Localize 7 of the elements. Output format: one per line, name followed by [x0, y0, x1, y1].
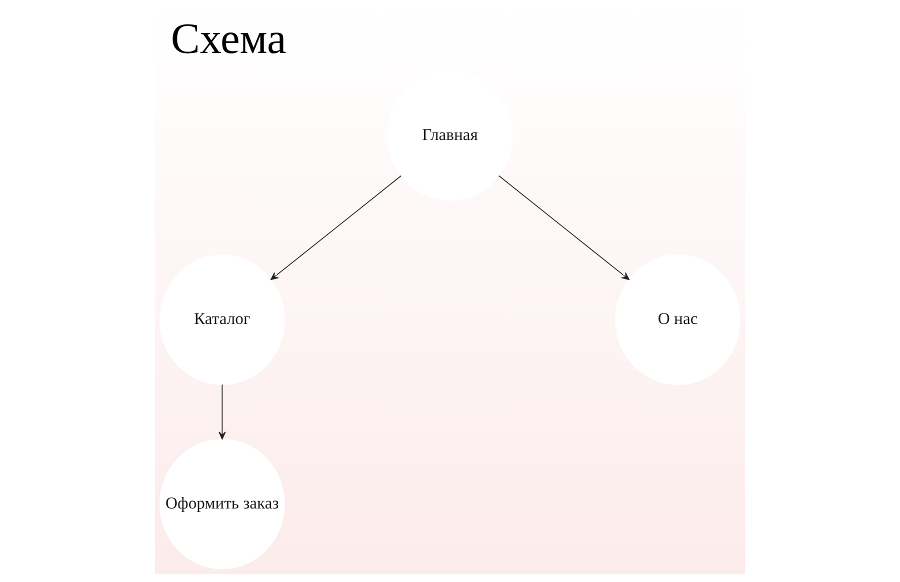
arrow [498, 175, 630, 280]
arrow [218, 384, 226, 440]
arrow [270, 175, 402, 280]
node-circle: Оформить заказ [159, 438, 285, 570]
diagram-title: Схема [170, 15, 286, 64]
node-circle: О нас [615, 254, 741, 386]
node-circle: Каталог [159, 254, 285, 386]
